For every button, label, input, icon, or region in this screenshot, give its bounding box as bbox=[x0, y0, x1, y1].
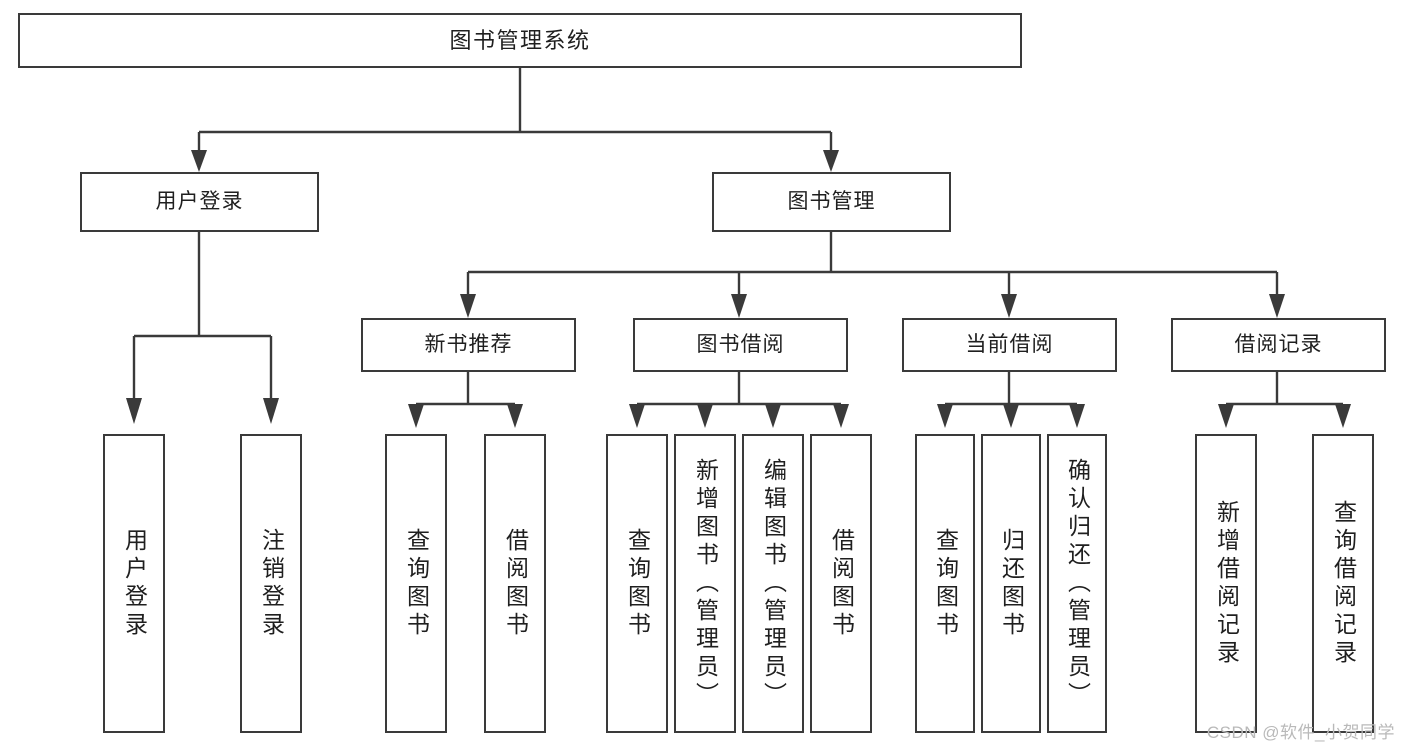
node-book-manage-label: 图书管理 bbox=[787, 189, 876, 213]
leaf-cb-query-book-label: 查询图书 bbox=[932, 527, 959, 640]
leaf-logout-label: 注销登录 bbox=[258, 527, 285, 640]
arrow-bb-leaf-2 bbox=[697, 404, 713, 428]
arrow-leaf-user-login bbox=[126, 398, 142, 424]
leaf-br-add-record[interactable]: 新增借阅记录 bbox=[1195, 434, 1257, 733]
arrow-book-borrow bbox=[731, 294, 747, 318]
arrow-book-manage bbox=[823, 150, 839, 172]
arrow-leaf-logout bbox=[263, 398, 279, 424]
node-root[interactable]: 图书管理系统 bbox=[18, 13, 1022, 68]
node-new-book-recommend-label: 新书推荐 bbox=[424, 332, 513, 356]
leaf-cb-return-book-label: 归还图书 bbox=[998, 527, 1025, 640]
leaf-cb-query-book[interactable]: 查询图书 bbox=[915, 434, 975, 733]
arrow-bb-leaf-3 bbox=[765, 404, 781, 428]
leaf-nbr-query-book-label: 查询图书 bbox=[403, 527, 430, 640]
node-root-label: 图书管理系统 bbox=[449, 27, 591, 53]
node-book-manage[interactable]: 图书管理 bbox=[712, 172, 951, 232]
node-user-login-label: 用户登录 bbox=[155, 189, 244, 213]
leaf-cb-confirm-return-label: 确认归还（管理员） bbox=[1064, 457, 1091, 710]
node-new-book-recommend[interactable]: 新书推荐 bbox=[361, 318, 576, 372]
arrow-cb-leaf-3 bbox=[1069, 404, 1085, 428]
leaf-bb-borrow-book[interactable]: 借阅图书 bbox=[810, 434, 872, 733]
leaf-bb-query-book-label: 查询图书 bbox=[624, 527, 651, 640]
node-borrow-record[interactable]: 借阅记录 bbox=[1171, 318, 1386, 372]
arrow-nbr-leaf-2 bbox=[507, 404, 523, 428]
leaf-nbr-borrow-book[interactable]: 借阅图书 bbox=[484, 434, 546, 733]
leaf-br-query-record[interactable]: 查询借阅记录 bbox=[1312, 434, 1374, 733]
arrow-br-leaf-1 bbox=[1218, 404, 1234, 428]
leaf-br-query-record-label: 查询借阅记录 bbox=[1330, 499, 1357, 668]
leaf-user-login[interactable]: 用户登录 bbox=[103, 434, 165, 733]
leaf-user-login-label: 用户登录 bbox=[121, 527, 148, 640]
node-current-borrow-label: 当前借阅 bbox=[965, 332, 1054, 356]
arrow-cb-leaf-1 bbox=[937, 404, 953, 428]
node-user-login[interactable]: 用户登录 bbox=[80, 172, 319, 232]
arrow-new-book-recommend bbox=[460, 294, 476, 318]
node-borrow-record-label: 借阅记录 bbox=[1234, 332, 1323, 356]
csdn-watermark: CSDN @软件_小贺同学 bbox=[1206, 723, 1395, 742]
leaf-logout[interactable]: 注销登录 bbox=[240, 434, 302, 733]
leaf-bb-borrow-book-label: 借阅图书 bbox=[828, 527, 855, 640]
leaf-nbr-query-book[interactable]: 查询图书 bbox=[385, 434, 447, 733]
arrow-cb-leaf-2 bbox=[1003, 404, 1019, 428]
arrow-nbr-leaf-1 bbox=[408, 404, 424, 428]
leaf-nbr-borrow-book-label: 借阅图书 bbox=[502, 527, 529, 640]
leaf-br-add-record-label: 新增借阅记录 bbox=[1213, 499, 1240, 668]
arrow-user-login bbox=[191, 150, 207, 172]
arrow-current-borrow bbox=[1001, 294, 1017, 318]
leaf-cb-confirm-return[interactable]: 确认归还（管理员） bbox=[1047, 434, 1107, 733]
arrow-br-leaf-2 bbox=[1335, 404, 1351, 428]
arrow-bb-leaf-4 bbox=[833, 404, 849, 428]
leaf-bb-query-book[interactable]: 查询图书 bbox=[606, 434, 668, 733]
leaf-cb-return-book[interactable]: 归还图书 bbox=[981, 434, 1041, 733]
arrow-borrow-record bbox=[1269, 294, 1285, 318]
node-book-borrow-label: 图书借阅 bbox=[696, 332, 785, 356]
node-current-borrow[interactable]: 当前借阅 bbox=[902, 318, 1117, 372]
arrow-bb-leaf-1 bbox=[629, 404, 645, 428]
leaf-bb-edit-book-label: 编辑图书（管理员） bbox=[760, 457, 787, 710]
node-book-borrow[interactable]: 图书借阅 bbox=[633, 318, 848, 372]
leaf-bb-add-book[interactable]: 新增图书（管理员） bbox=[674, 434, 736, 733]
leaf-bb-add-book-label: 新增图书（管理员） bbox=[692, 457, 719, 710]
leaf-bb-edit-book[interactable]: 编辑图书（管理员） bbox=[742, 434, 804, 733]
